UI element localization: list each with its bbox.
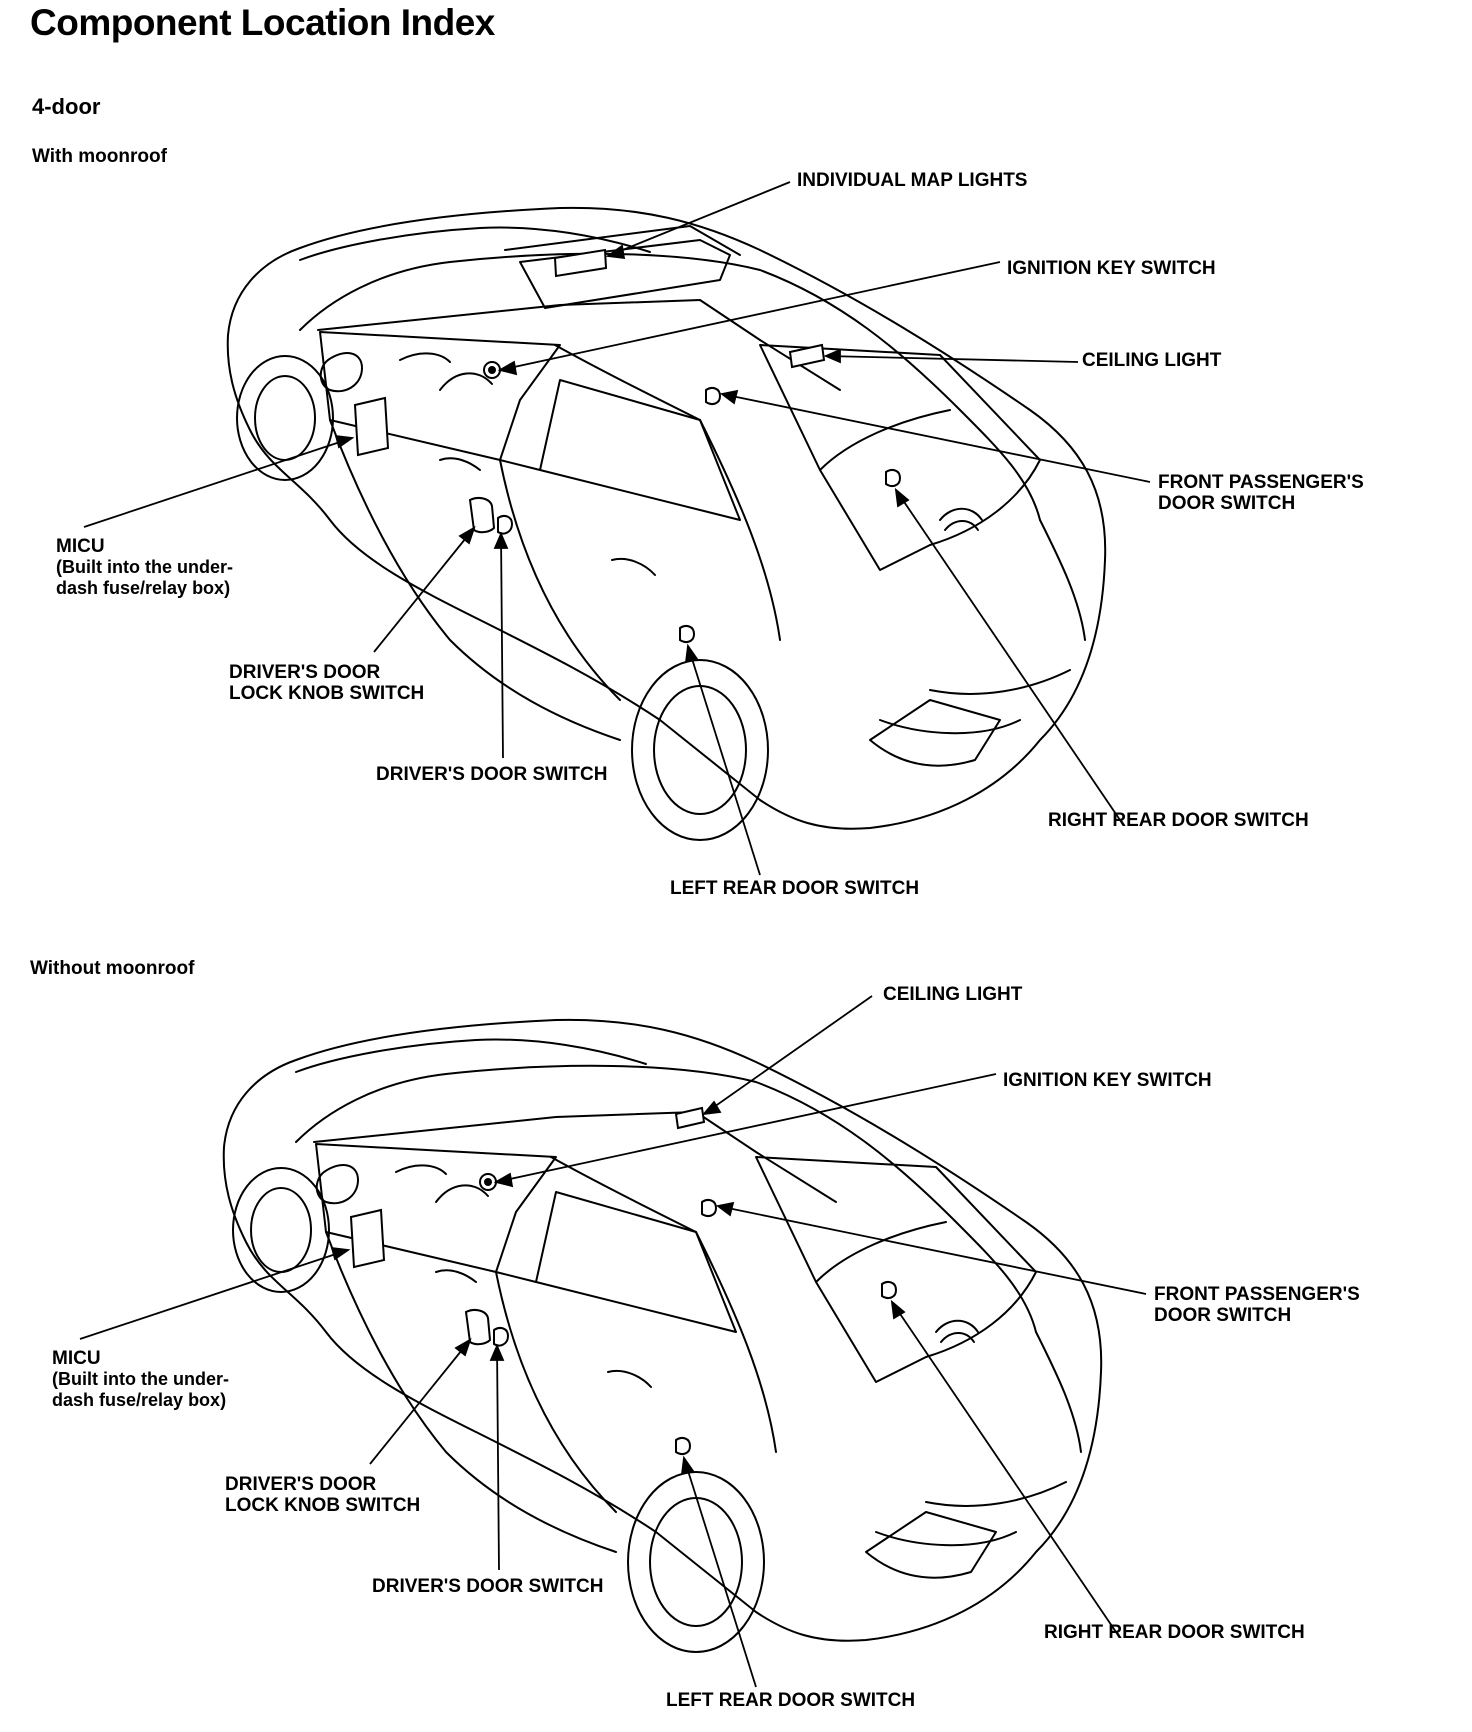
diagram-heading-with-moonroof: With moonroof [32, 146, 167, 167]
label-line: dash fuse/relay box) [56, 578, 231, 598]
diagram-heading-without-moonroof: Without moonroof [30, 958, 195, 979]
label-line: FRONT PASSENGER'S [1154, 1284, 1360, 1305]
lock-knob-part [464, 1309, 492, 1346]
right-rear-switch-part [885, 469, 902, 487]
label-ignition-key-switch: IGNITION KEY SWITCH [1007, 258, 1216, 279]
label-line: FRONT PASSENGER'S [1158, 472, 1364, 493]
label-left-rear-door-switch: LEFT REAR DOOR SWITCH [666, 1690, 916, 1711]
page-title: Component Location Index [30, 2, 495, 43]
label-micu: MICU (Built into the under- dash fuse/re… [56, 536, 233, 599]
ceiling-light-part [674, 1106, 706, 1130]
diagram-without-moonroof [0, 812, 1472, 1688]
label-line: (Built into the under- [52, 1369, 229, 1389]
label-line: LOCK KNOB SWITCH [229, 683, 425, 704]
label-line: LOCK KNOB SWITCH [225, 1495, 421, 1516]
car-illustration-with-moonroof [83, 181, 1151, 876]
label-right-rear-door-switch: RIGHT REAR DOOR SWITCH [1048, 810, 1309, 831]
label-line: DOOR SWITCH [1158, 493, 1296, 514]
label-ignition-key-switch: IGNITION KEY SWITCH [1003, 1070, 1212, 1091]
label-line: MICU [52, 1348, 101, 1369]
page-subtitle: 4-door [32, 94, 101, 119]
driver-door-switch-part [497, 515, 514, 535]
label-drivers-door-lock-knob-switch: DRIVER'S DOOR LOCK KNOB SWITCH [229, 662, 424, 704]
label-individual-map-lights: INDIVIDUAL MAP LIGHTS [797, 170, 1028, 191]
label-drivers-door-switch: DRIVER'S DOOR SWITCH [372, 1576, 604, 1597]
car-illustration-without-moonroof [79, 995, 1147, 1688]
ceiling-light-part [788, 343, 826, 369]
front-passenger-switch-part [701, 1199, 718, 1217]
label-front-passengers-door-switch: FRONT PASSENGER'S DOOR SWITCH [1158, 472, 1364, 514]
label-line: MICU [56, 536, 105, 557]
label-line: dash fuse/relay box) [52, 1390, 227, 1410]
label-ceiling-light: CEILING LIGHT [883, 984, 1023, 1005]
label-front-passengers-door-switch: FRONT PASSENGER'S DOOR SWITCH [1154, 1284, 1360, 1326]
label-left-rear-door-switch: LEFT REAR DOOR SWITCH [670, 878, 920, 899]
left-rear-switch-part [679, 625, 696, 643]
label-micu: MICU (Built into the under- dash fuse/re… [52, 1348, 229, 1411]
label-ceiling-light: CEILING LIGHT [1082, 350, 1222, 371]
micu-part [353, 396, 390, 457]
label-line: (Built into the under- [56, 557, 233, 577]
micu-part [349, 1208, 386, 1269]
right-rear-switch-part [881, 1281, 898, 1299]
label-line: DRIVER'S DOOR [225, 1474, 377, 1495]
lock-knob-part [468, 497, 496, 534]
diagram-with-moonroof [0, 0, 1472, 876]
driver-door-switch-part [493, 1327, 510, 1347]
label-right-rear-door-switch: RIGHT REAR DOOR SWITCH [1044, 1622, 1305, 1643]
label-drivers-door-switch: DRIVER'S DOOR SWITCH [376, 764, 608, 785]
label-drivers-door-lock-knob-switch: DRIVER'S DOOR LOCK KNOB SWITCH [225, 1474, 420, 1516]
label-line: DOOR SWITCH [1154, 1305, 1292, 1326]
map-lights-part [553, 248, 608, 278]
front-passenger-switch-part [705, 387, 722, 405]
left-rear-switch-part [675, 1437, 692, 1455]
label-line: DRIVER'S DOOR [229, 662, 381, 683]
